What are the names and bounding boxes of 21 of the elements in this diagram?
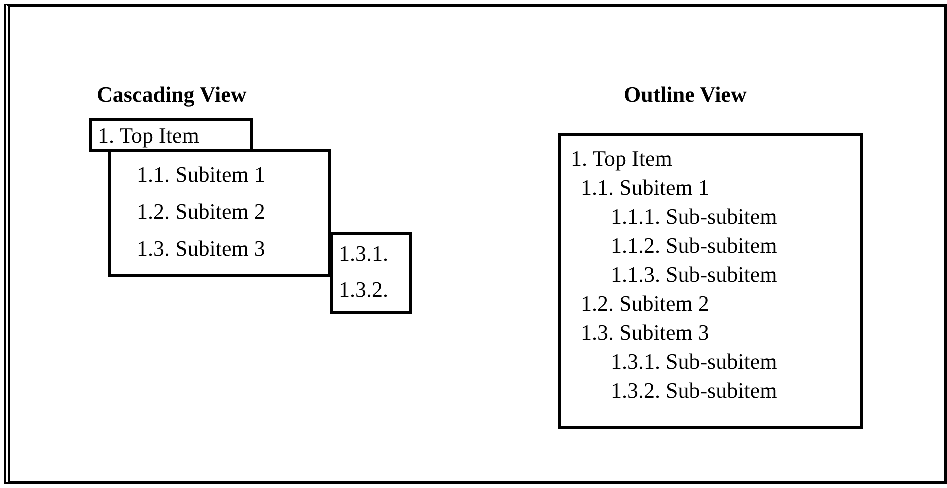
- menu-item-text: 1.1.1. Sub-subitem: [611, 204, 778, 230]
- menu-item-text: 1.3.1. Sub-subitem: [611, 349, 778, 375]
- menu-item-text: 1. Top Item: [571, 146, 672, 172]
- menu-item-text: 1.3.1.: [339, 241, 388, 267]
- menu-item-text: 1.3.2. Sub-subitem: [611, 378, 778, 404]
- view-heading: Cascading View: [97, 82, 247, 108]
- menu-item-text: 1. Top Item: [98, 123, 200, 149]
- menu-item-text: 1.2. Subitem 2: [581, 291, 710, 317]
- outline-box: [558, 133, 863, 429]
- menu-item-text: 1.1.3. Sub-subitem: [611, 262, 778, 288]
- menu-item-text: 1.1. Subitem 1: [137, 162, 266, 188]
- menu-item-box: [89, 118, 253, 152]
- menu-item-text: 1.1.2. Sub-subitem: [611, 233, 778, 259]
- menu-item-text: 1.2. Subitem 2: [137, 199, 266, 225]
- menu-item-text: 1.3. Subitem 3: [137, 236, 266, 262]
- view-heading: Outline View: [624, 82, 747, 108]
- submenu-box: [108, 149, 331, 277]
- menu-item-text: 1.3.2.: [339, 277, 388, 303]
- menu-item-text: 1.3. Subitem 3: [581, 320, 710, 346]
- menu-item-text: 1.1. Subitem 1: [581, 175, 710, 201]
- sub-submenu-box: [330, 232, 412, 314]
